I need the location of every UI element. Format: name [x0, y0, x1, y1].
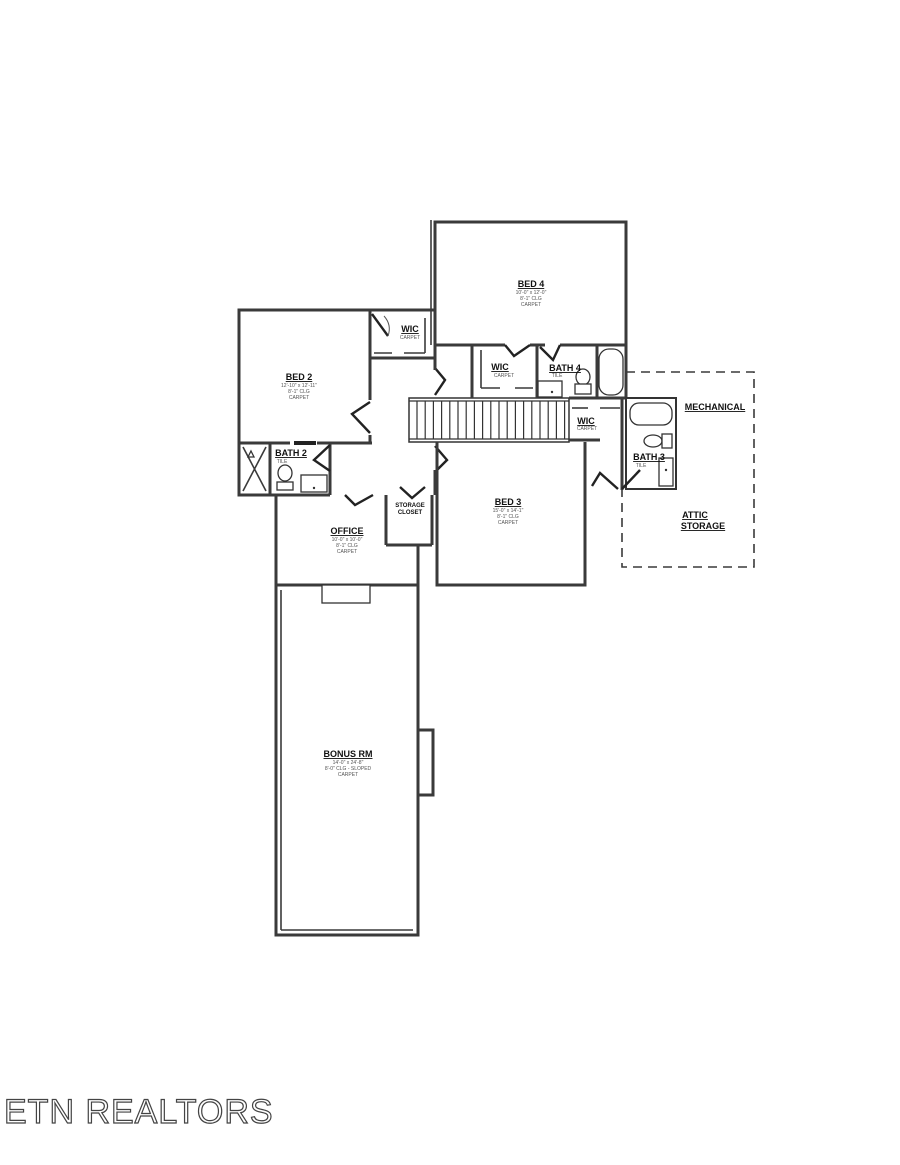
svg-text:CARPET: CARPET [498, 520, 518, 526]
svg-text:BATH 4: BATH 4 [549, 363, 581, 373]
label-office: OFFICE 10'-0" x 10'-0" 8'-1" CLG CARPET [331, 526, 364, 555]
label-bath-4: BATH 4 TILE [549, 363, 581, 379]
svg-text:CARPET: CARPET [521, 302, 541, 308]
svg-text:WIC: WIC [577, 416, 595, 426]
label-mechanical: MECHANICAL [685, 402, 746, 412]
room-bonus [280, 585, 435, 935]
label-bonus-room: BONUS RM 14'-0" x 24'-8" 8'-0" CLG - SLO… [324, 749, 373, 778]
label-wic-bed-3: WIC CARPET [577, 416, 597, 432]
room-bath-2 [237, 441, 332, 497]
label-bed-3: BED 3 15'-0" x 14'-1" 8'-1" CLG CARPET [493, 497, 524, 526]
svg-text:8'-1" CLG: 8'-1" CLG [336, 543, 358, 549]
svg-text:CARPET: CARPET [289, 395, 309, 401]
svg-text:CARPET: CARPET [577, 426, 597, 432]
svg-text:BATH 2: BATH 2 [275, 448, 307, 458]
svg-text:BATH 3: BATH 3 [633, 452, 665, 462]
svg-text:BED 2: BED 2 [286, 372, 313, 382]
svg-text:15'-0" x 14'-1": 15'-0" x 14'-1" [493, 508, 524, 514]
watermark-logo: ETN REALTORS [3, 1092, 274, 1131]
label-wic-bed-2: WIC CARPET [400, 324, 420, 341]
label-bed-2: BED 2 12'-10" x 12'-11" 8'-1" CLG CARPET [281, 372, 317, 401]
svg-text:WIC: WIC [401, 324, 419, 334]
svg-text:8'-1" CLG: 8'-1" CLG [520, 296, 542, 302]
svg-text:8'-0" CLG - SLOPED: 8'-0" CLG - SLOPED [325, 766, 372, 772]
svg-text:14'-0" x 24'-8": 14'-0" x 24'-8" [333, 760, 364, 766]
room-bed-4 [430, 220, 628, 398]
svg-text:TILE: TILE [636, 463, 647, 469]
svg-text:CARPET: CARPET [494, 373, 514, 379]
svg-text:WIC: WIC [491, 362, 509, 372]
label-storage-closet: STORAGE CLOSET [395, 503, 425, 516]
svg-text:10'-0" x 10'-0": 10'-0" x 10'-0" [332, 537, 363, 543]
svg-text:10'-0" x 12'-0": 10'-0" x 12'-0" [516, 290, 547, 296]
svg-text:CLOSET: CLOSET [398, 510, 423, 516]
room-attic-storage [621, 371, 755, 568]
stairs [408, 345, 570, 495]
room-bed-2 [237, 308, 435, 445]
svg-text:STORAGE: STORAGE [395, 503, 425, 509]
svg-text:STORAGE: STORAGE [681, 521, 725, 531]
label-wic-bed-4: WIC CARPET [491, 362, 514, 379]
svg-text:OFFICE: OFFICE [331, 526, 364, 536]
svg-text:ATTIC: ATTIC [682, 510, 708, 520]
svg-text:BED 3: BED 3 [495, 497, 522, 507]
svg-text:BED 4: BED 4 [518, 279, 545, 289]
svg-text:TILE: TILE [552, 373, 563, 379]
label-bath-3: BATH 3 TILE [633, 452, 665, 469]
svg-text:MECHANICAL: MECHANICAL [685, 402, 746, 412]
svg-text:8'-1" CLG: 8'-1" CLG [497, 514, 519, 520]
svg-text:CARPET: CARPET [338, 772, 358, 778]
svg-text:BONUS RM: BONUS RM [324, 749, 373, 759]
label-attic-storage: ATTIC STORAGE [681, 510, 725, 531]
svg-text:8'-1" CLG: 8'-1" CLG [288, 389, 310, 395]
room-bed-3 [435, 442, 587, 587]
svg-text:TILE: TILE [277, 459, 288, 465]
room-office [274, 486, 434, 937]
svg-text:CARPET: CARPET [400, 335, 420, 341]
room-bath-4 [470, 343, 626, 398]
room-bath-3 [569, 396, 677, 490]
svg-text:CARPET: CARPET [337, 549, 357, 555]
label-bath-2: BATH 2 TILE [275, 448, 307, 465]
label-bed-4: BED 4 10'-0" x 12'-0" 8'-1" CLG CARPET [516, 279, 547, 308]
svg-text:12'-10" x 12'-11": 12'-10" x 12'-11" [281, 383, 317, 389]
